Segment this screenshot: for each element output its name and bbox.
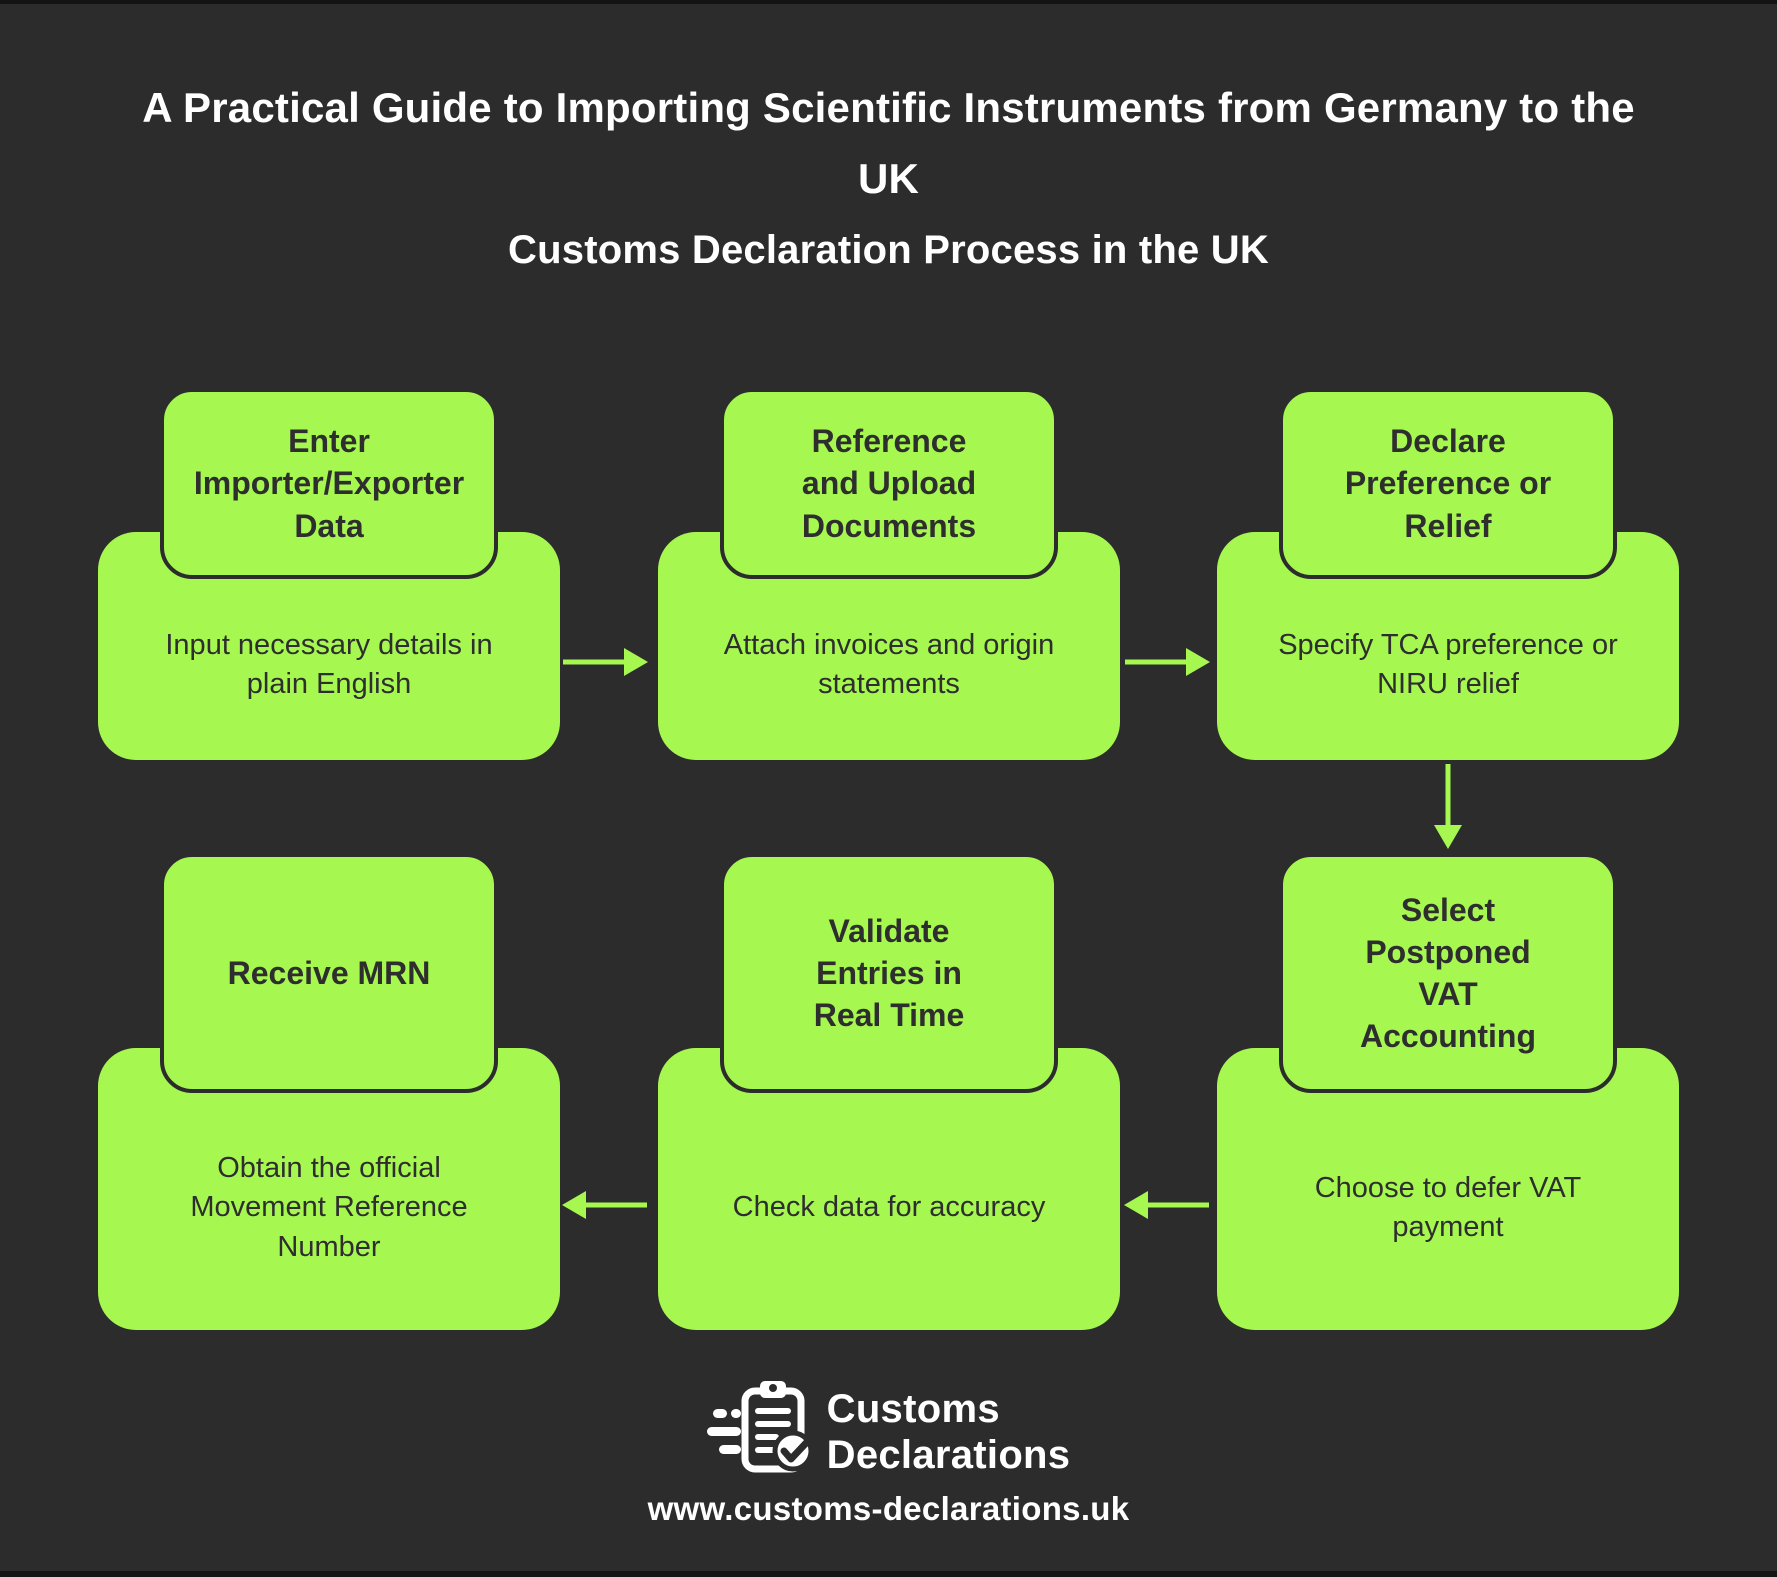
- customs-declarations-logo-icon: [706, 1379, 814, 1484]
- step-description: Check data for accuracy: [732, 1191, 1046, 1224]
- arrow-step2-to-step3-icon: [1122, 639, 1212, 685]
- step-receive-mrn-body: Obtain the official Movement Reference N…: [98, 1048, 560, 1330]
- footer-logo: Customs Declarations: [0, 1379, 1777, 1484]
- logo-line-2: Declarations: [826, 1432, 1071, 1477]
- step-title: Reference and Upload Documents: [801, 423, 977, 544]
- step-validate-entries-body: Check data for accuracy: [658, 1048, 1120, 1330]
- step-description: Specify TCA preference or NIRU relief: [1278, 628, 1618, 700]
- page-subtitle: Customs Declaration Process in the UK: [508, 228, 1269, 272]
- step-validate-entries-header: Validate Entries in Real Time: [720, 853, 1058, 1093]
- bottom-border: [0, 1571, 1777, 1577]
- arrow-step3-to-step4-icon: [1425, 761, 1471, 851]
- step-title: Validate Entries in Real Time: [813, 912, 965, 1034]
- step-select-postponed-vat-header: Select Postponed VAT Accounting: [1279, 853, 1617, 1093]
- arrow-step1-to-step2-icon: [560, 639, 650, 685]
- step-description: Obtain the official Movement Reference N…: [190, 1152, 468, 1263]
- step-title: Select Postponed VAT Accounting: [1360, 891, 1536, 1055]
- step-description: Attach invoices and origin statements: [723, 628, 1055, 700]
- step-enter-importer-exporter-data-header: Enter Importer/Exporter Data: [160, 388, 498, 579]
- arrow-step5-to-step6-icon: [560, 1182, 650, 1228]
- step-title: Enter Importer/Exporter Data: [193, 423, 465, 544]
- step-declare-preference-relief-header: Declare Preference or Relief: [1279, 388, 1617, 579]
- step-select-postponed-vat-body: Choose to defer VAT payment: [1217, 1048, 1679, 1330]
- step-description: Input necessary details in plain English: [165, 628, 493, 700]
- step-reference-upload-documents-header: Reference and Upload Documents: [720, 388, 1058, 579]
- step-receive-mrn-header: Receive MRN: [160, 853, 498, 1093]
- page-title: A Practical Guide to Importing Scientifi…: [142, 84, 1635, 203]
- website-url: www.customs-declarations.uk: [647, 1490, 1130, 1527]
- top-border: [0, 0, 1777, 4]
- step-title: Declare Preference or Relief: [1344, 423, 1552, 544]
- step-title: Receive MRN: [227, 954, 431, 991]
- arrow-step4-to-step5-icon: [1122, 1182, 1212, 1228]
- logo-wordmark: Customs Declarations: [827, 1386, 1071, 1478]
- logo-line-1: Customs: [826, 1386, 1000, 1431]
- step-description: Choose to defer VAT payment: [1314, 1171, 1582, 1243]
